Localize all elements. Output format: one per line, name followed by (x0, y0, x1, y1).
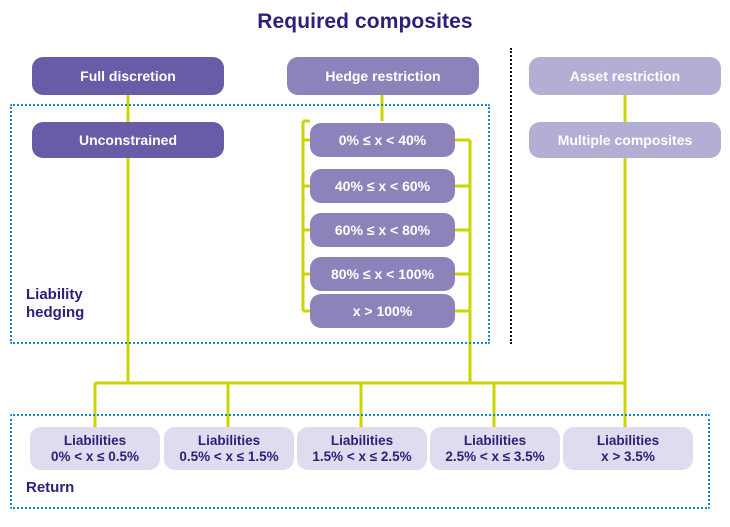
node-multiple-composites[interactable]: Multiple composites (529, 122, 721, 158)
node-hedge-range-3-label: 60% ≤ x < 80% (334, 221, 431, 238)
node-liabilities-4-line2: 2.5% < x ≤ 3.5% (445, 448, 545, 464)
node-unconstrained-label: Unconstrained (78, 131, 177, 148)
node-liabilities-4-line1: Liabilities (463, 432, 527, 448)
node-hedge-range-1-label: 0% ≤ x < 40% (338, 131, 427, 148)
node-hedge-range-1[interactable]: 0% ≤ x < 40% (310, 123, 455, 157)
node-liabilities-5[interactable]: Liabilities x > 3.5% (563, 427, 693, 470)
node-hedge-restriction[interactable]: Hedge restriction (287, 57, 479, 95)
node-asset-restriction[interactable]: Asset restriction (529, 57, 721, 95)
node-hedge-range-5[interactable]: x > 100% (310, 294, 455, 328)
return-label: Return (26, 479, 75, 496)
liability-hedging-label: Liability hedging (26, 286, 85, 321)
page-title: Required composites (257, 10, 473, 33)
node-liabilities-1[interactable]: Liabilities 0% < x ≤ 0.5% (30, 427, 160, 470)
node-hedge-restriction-label: Hedge restriction (325, 67, 441, 84)
node-liabilities-3-line2: 1.5% < x ≤ 2.5% (312, 448, 412, 464)
node-asset-restriction-label: Asset restriction (569, 67, 681, 84)
node-hedge-range-5-label: x > 100% (352, 302, 413, 319)
node-hedge-range-4[interactable]: 80% ≤ x < 100% (310, 257, 455, 291)
node-multiple-composites-label: Multiple composites (557, 131, 693, 148)
node-full-discretion[interactable]: Full discretion (32, 57, 224, 95)
liability-hedging-region (10, 104, 490, 344)
node-liabilities-3[interactable]: Liabilities 1.5% < x ≤ 2.5% (297, 427, 427, 470)
node-liabilities-5-line2: x > 3.5% (601, 448, 655, 464)
asset-restriction-divider (510, 48, 512, 344)
node-liabilities-2[interactable]: Liabilities 0.5% < x ≤ 1.5% (164, 427, 294, 470)
node-hedge-range-2[interactable]: 40% ≤ x < 60% (310, 169, 455, 203)
node-hedge-range-2-label: 40% ≤ x < 60% (334, 177, 431, 194)
node-full-discretion-label: Full discretion (80, 67, 176, 84)
node-unconstrained[interactable]: Unconstrained (32, 122, 224, 158)
node-hedge-range-4-label: 80% ≤ x < 100% (330, 265, 435, 282)
node-liabilities-2-line1: Liabilities (197, 432, 261, 448)
node-liabilities-2-line2: 0.5% < x ≤ 1.5% (179, 448, 279, 464)
node-liabilities-5-line1: Liabilities (596, 432, 660, 448)
node-liabilities-4[interactable]: Liabilities 2.5% < x ≤ 3.5% (430, 427, 560, 470)
node-liabilities-1-line2: 0% < x ≤ 0.5% (50, 448, 140, 464)
node-liabilities-1-line1: Liabilities (63, 432, 127, 448)
node-hedge-range-3[interactable]: 60% ≤ x < 80% (310, 213, 455, 247)
node-liabilities-3-line1: Liabilities (330, 432, 394, 448)
